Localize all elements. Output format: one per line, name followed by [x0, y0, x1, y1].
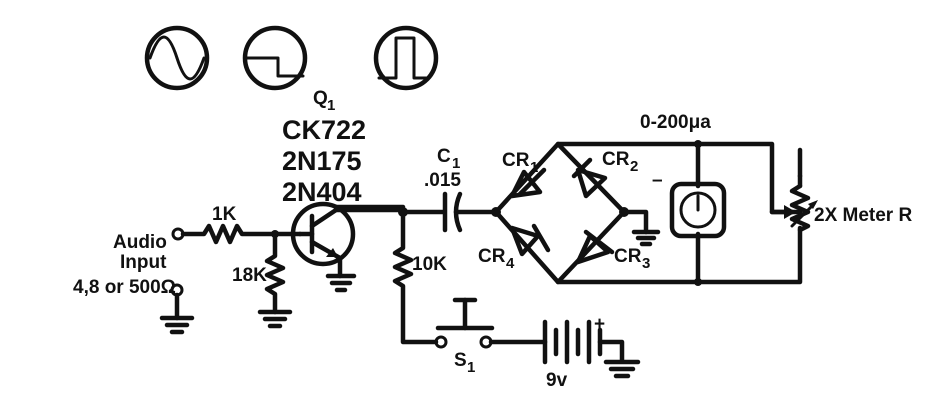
- battery-9v: + 9v: [542, 314, 641, 391]
- square-wave-icon: [373, 25, 439, 91]
- diode-cr2-label: CR: [602, 149, 630, 170]
- sine-wave-icon: [144, 25, 210, 91]
- capacitor-ref: C: [437, 146, 451, 167]
- half-square-wave-icon: [242, 25, 308, 91]
- transistor-label: Q 1 CK722 2N175 2N404: [282, 88, 366, 207]
- meter-range: 0-200μa: [640, 112, 711, 133]
- resistor-1k: 1K: [180, 204, 303, 245]
- diode-cr3-sub: 3: [642, 255, 650, 272]
- transistor-ref: Q: [313, 88, 328, 109]
- capacitor-ref-sub: 1: [452, 155, 460, 172]
- input-label-line2: Input: [120, 252, 167, 273]
- transistor-type-2: 2N175: [282, 146, 362, 176]
- microammeter: 0-200μa: [640, 112, 727, 285]
- pushbutton-switch-s1: S 1: [434, 297, 548, 376]
- input-impedance: 4,8 or 500Ω: [73, 277, 176, 298]
- transistor-q1: [290, 201, 406, 293]
- diode-cr2: [571, 157, 608, 199]
- resistor-18k: 18K: [232, 231, 293, 329]
- ground-icon: [631, 229, 661, 247]
- diode-cr1-sub: 1: [530, 159, 538, 176]
- switch-ref-sub: 1: [467, 359, 475, 376]
- ground-icon: [159, 315, 195, 335]
- capacitor-c1: C 1 .015: [400, 146, 499, 233]
- diode-cr3: [575, 229, 615, 265]
- diode-cr3-label: CR: [614, 246, 642, 267]
- battery-voltage: 9v: [546, 370, 568, 391]
- switch-ref: S: [454, 350, 467, 371]
- meter-resistor-label: 2X Meter R: [814, 205, 912, 226]
- transistor-ref-sub: 1: [327, 97, 335, 114]
- ground-icon: [603, 359, 641, 379]
- resistor-10k: 10K: [392, 209, 447, 345]
- bridge-rectifier: CR 1 CR 2 CR 3 CR 4 –: [478, 141, 663, 285]
- diode-cr1-label: CR: [502, 150, 530, 171]
- potentiometer-meter-r: 2X Meter R: [769, 147, 912, 233]
- diode-cr4-sub: 4: [506, 255, 515, 272]
- input-label-line1: Audio: [113, 232, 167, 253]
- transistor-type-1: CK722: [282, 115, 366, 145]
- diode-cr4-label: CR: [478, 246, 506, 267]
- diode-cr4: [509, 223, 551, 257]
- diode-cr2-sub: 2: [630, 158, 638, 175]
- ground-icon: [257, 309, 293, 329]
- battery-polarity: +: [594, 314, 605, 335]
- resistor-1k-label: 1K: [212, 204, 237, 225]
- ground-icon: [325, 273, 357, 293]
- diode-cr1: [509, 167, 547, 199]
- resistor-18k-label: 18K: [232, 265, 267, 286]
- capacitor-value: .015: [424, 170, 461, 191]
- bridge-polarity: –: [652, 170, 663, 191]
- audio-input: Audio Input 4,8 or 500Ω: [73, 227, 195, 335]
- resistor-10k-label: 10K: [412, 254, 447, 275]
